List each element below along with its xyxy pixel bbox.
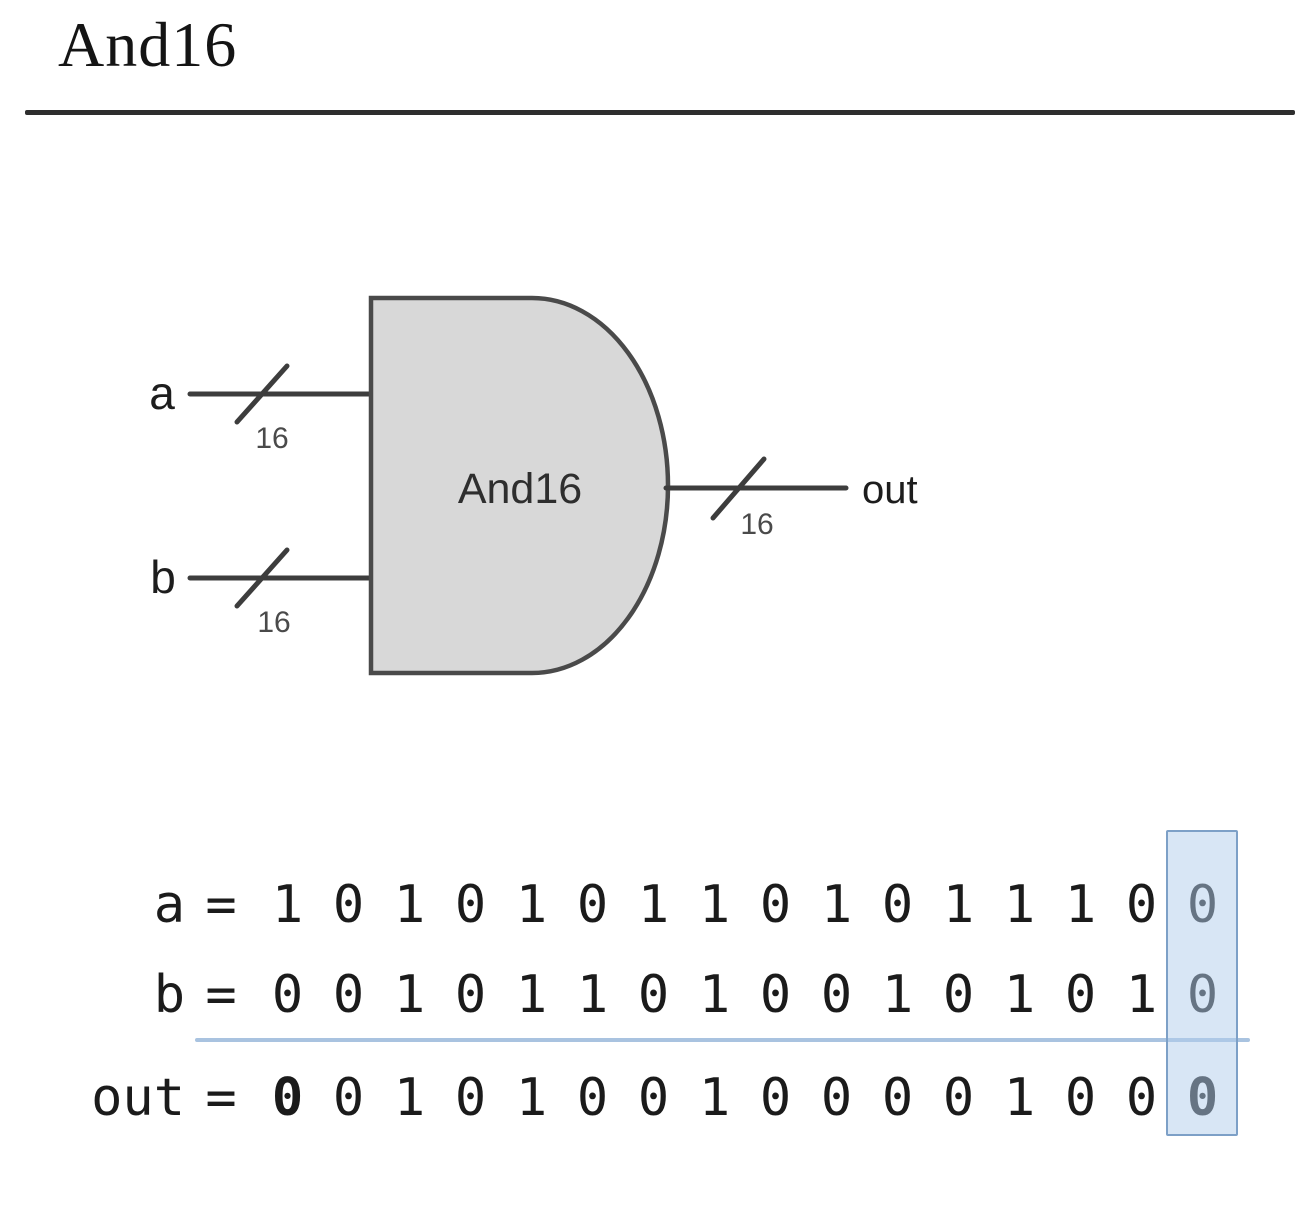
bit: 0	[576, 875, 609, 935]
bit: 0	[759, 1068, 792, 1128]
bit: 0	[271, 1068, 304, 1128]
equals-sign: =	[205, 875, 237, 935]
bit: 1	[698, 1068, 731, 1128]
equals-sign: =	[205, 965, 237, 1025]
bus-width-a: 16	[255, 422, 288, 455]
row-label-a: a	[153, 875, 185, 935]
bit: 0	[1125, 1068, 1158, 1128]
bus-width-out: 16	[740, 508, 773, 541]
bit: 0	[454, 875, 487, 935]
bit: 1	[698, 875, 731, 935]
bit: 0	[454, 1068, 487, 1128]
title-underline	[25, 110, 1295, 115]
bit: 0	[1064, 965, 1097, 1025]
bit: 0	[881, 875, 914, 935]
bit: 0	[820, 1068, 853, 1128]
bit: 1	[515, 965, 548, 1025]
bit: 0	[332, 1068, 365, 1128]
bit: 0	[759, 875, 792, 935]
bus-width-b: 16	[257, 606, 290, 639]
bit: 0	[637, 965, 670, 1025]
bit: 1	[271, 875, 304, 935]
bit: 1	[1003, 875, 1036, 935]
bit: 1	[515, 875, 548, 935]
bit: 0	[820, 965, 853, 1025]
equals-sign: =	[205, 1068, 237, 1128]
bit: 0	[637, 1068, 670, 1128]
page-title: And16	[58, 9, 238, 80]
bit: 1	[393, 965, 426, 1025]
bit: 0	[942, 1068, 975, 1128]
bit: 1	[881, 965, 914, 1025]
bit: 1	[698, 965, 731, 1025]
bit: 1	[576, 965, 609, 1025]
bus-slash-b-icon	[234, 547, 290, 609]
bit: 1	[637, 875, 670, 935]
bit-row-out: out = 0 0 1 0 1 0 0 1 0 0 0 0 1 0 0 0	[55, 1058, 1233, 1138]
input-b-label: b	[150, 551, 176, 603]
bit: 0	[942, 965, 975, 1025]
row-label-b: b	[153, 965, 185, 1025]
bit: 1	[393, 875, 426, 935]
bit: 1	[1003, 1068, 1036, 1128]
sum-divider-line	[195, 1038, 1250, 1042]
bit: 0	[332, 875, 365, 935]
output-label: out	[862, 468, 918, 512]
bit: 0	[881, 1068, 914, 1128]
bit-row-a: a = 1 0 1 0 1 0 1 1 0 1 0 1 1 1 0 0	[55, 865, 1233, 945]
bit: 1	[393, 1068, 426, 1128]
bit: 0	[759, 965, 792, 1025]
and-gate-body-icon	[368, 295, 671, 676]
bit: 1	[1125, 965, 1158, 1025]
bit-row-b: b = 0 0 1 0 1 1 0 1 0 0 1 0 1 0 1 0	[55, 955, 1233, 1035]
highlight-column-box	[1166, 830, 1238, 1136]
bit: 0	[576, 1068, 609, 1128]
bit: 0	[454, 965, 487, 1025]
bit: 1	[515, 1068, 548, 1128]
bus-slash-out-icon	[710, 456, 767, 521]
bit: 0	[1125, 875, 1158, 935]
bit: 0	[271, 965, 304, 1025]
bit: 1	[1064, 875, 1097, 935]
bit: 1	[820, 875, 853, 935]
input-a-label: a	[149, 367, 175, 419]
bit: 1	[1003, 965, 1036, 1025]
bit: 0	[1064, 1068, 1097, 1128]
bit: 0	[332, 965, 365, 1025]
row-label-out: out	[91, 1068, 185, 1128]
gate-label: And16	[458, 465, 582, 513]
bus-slash-a-icon	[234, 363, 290, 425]
bit: 1	[942, 875, 975, 935]
